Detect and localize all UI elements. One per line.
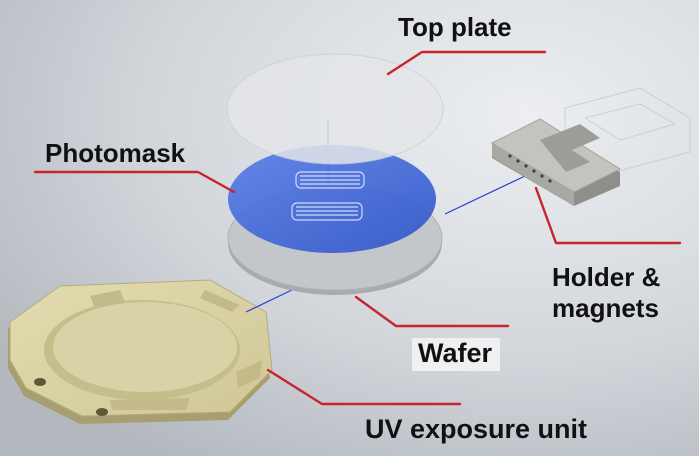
magnet-holes <box>508 154 552 183</box>
microchannel-pattern <box>291 171 365 221</box>
label-holder-line2: magnets <box>552 292 659 323</box>
label-wafer: Wafer <box>412 338 501 371</box>
leader-uv-unit <box>266 368 462 406</box>
leader-top-plate <box>386 50 547 76</box>
label-photomask: Photomask <box>45 138 186 168</box>
label-uv-exposure-unit: UV exposure unit <box>365 414 588 444</box>
label-top-plate: Top plate <box>398 12 512 42</box>
leader-holder <box>534 186 682 245</box>
label-holder-line1: Holder & <box>552 262 661 292</box>
leader-wafer <box>354 295 510 328</box>
top-plate <box>226 53 444 165</box>
leader-lines <box>33 50 682 406</box>
photomask <box>228 145 436 253</box>
leader-photomask <box>33 170 236 194</box>
label-holder-magnets: Holder & magnets <box>552 262 660 323</box>
holder-and-magnets <box>490 118 622 206</box>
uv-exposure-unit <box>8 279 273 424</box>
